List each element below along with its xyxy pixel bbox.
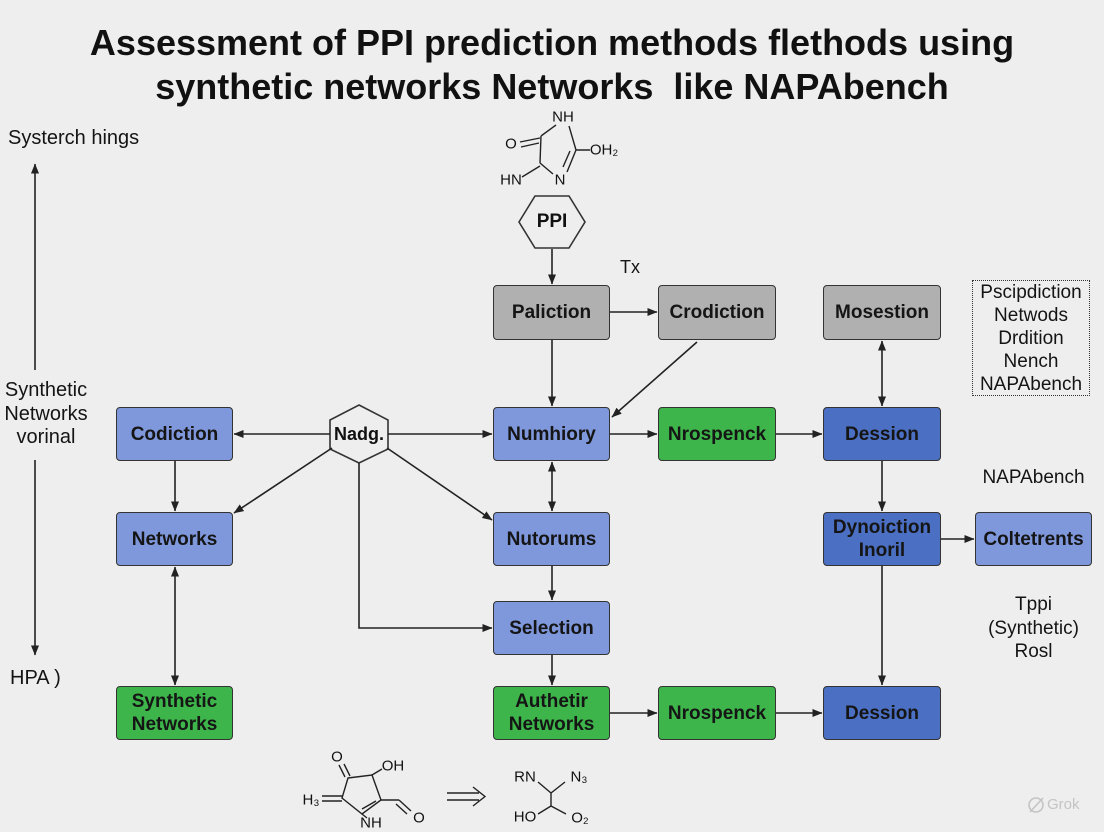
numhiory-box: Numhiory: [493, 407, 610, 461]
diagram-title-line-1: Assessment of PPI prediction methods fle…: [89, 22, 1015, 63]
dotted-legend-line: NAPAbench: [979, 373, 1083, 395]
paliction-box: Paliction: [493, 285, 610, 340]
bottom-right-molecule-atom-n3: N₃: [571, 769, 588, 786]
top-molecule-atom-oh2: OH₂: [590, 142, 619, 159]
tppi-annotation-line: Rosl: [1014, 641, 1053, 662]
bottom-left-molecule-atom-h3: H₃: [303, 792, 320, 809]
top-molecule-bonds: [519, 124, 590, 178]
bottom-right-molecule-atom-rn: RN: [514, 769, 536, 786]
bottom-left-molecule-atom-o-top: O: [331, 749, 343, 766]
dession-bottom-box: Dession: [823, 686, 941, 740]
synthetic-networks-label-line-2: Networks: [131, 714, 218, 735]
dotted-legend-line: Nench: [1003, 350, 1059, 372]
left-axis-middle-label-line: Synthetic: [4, 379, 88, 401]
top-molecule-atom-n: N: [555, 172, 566, 189]
nadg-hexagon-label: Nadg.: [333, 423, 384, 444]
dotted-legend-line: Drdition: [998, 327, 1064, 349]
dotted-legend-box: Pscipdiction Netwods Drdition Nench NAPA…: [972, 280, 1090, 396]
diagram-title-line-2: synthetic networks Networks like NAPAben…: [155, 66, 949, 107]
nutorums-box: Nutorums: [493, 512, 610, 566]
tppi-annotation-line: (Synthetic): [988, 617, 1079, 639]
selection-label: Selection: [509, 617, 594, 639]
bottom-right-molecule: RN N₃ HO O₂: [514, 769, 589, 827]
networks-box: Networks: [116, 512, 233, 566]
arrow-nadg-to-nutorums: [386, 447, 493, 521]
nrospenck-top-label: Nrospenck: [667, 423, 767, 445]
bottom-left-molecule-atom-o-right: O: [413, 810, 425, 827]
tx-annotation: Tx: [620, 257, 640, 277]
dynoiction-box: Dynoiction Inoril: [823, 512, 941, 566]
bottom-left-molecule-ring: [341, 774, 382, 815]
left-axis-middle-label-line: vorinal: [16, 426, 76, 448]
coltetrents-label: Coltetrents: [983, 528, 1084, 550]
tppi-annotation-line: Tppi: [1015, 594, 1052, 615]
mosestion-label: Mosestion: [835, 302, 929, 323]
dotted-legend-line: Netwods: [994, 304, 1068, 326]
grok-watermark: Grok: [1047, 796, 1080, 813]
codiction-box: Codiction: [116, 407, 233, 461]
paliction-label: Paliction: [511, 302, 592, 323]
arrow-nadg-to-networks: [233, 447, 333, 514]
left-axis-middle-label-line: Networks: [4, 402, 88, 425]
codiction-label: Codiction: [130, 423, 219, 445]
left-axis-bottom-label: HPA ): [10, 667, 61, 689]
dession-bottom-label: Dession: [845, 702, 919, 724]
top-molecule: NH O OH₂ HN N: [500, 109, 618, 189]
crodiction-label: Crodiction: [669, 302, 765, 323]
top-molecule-atom-hn: HN: [500, 172, 522, 189]
dession-top-box: Dession: [823, 407, 941, 461]
bottom-right-molecule-atom-ho: HO: [514, 809, 537, 826]
numhiory-label: Numhiory: [507, 423, 596, 445]
left-axis-middle-label: Synthetic Networks vorinal: [0, 379, 92, 450]
authetir-networks-box: Authetir Networks: [493, 686, 610, 740]
dynoiction-label-line-1: Dynoiction: [832, 517, 932, 538]
networks-label: Networks: [131, 528, 218, 550]
selection-box: Selection: [493, 601, 610, 655]
top-molecule-atom-nh: NH: [552, 109, 574, 126]
bottom-right-molecule-bonds: [537, 781, 567, 815]
nrospenck-bottom-label: Nrospenck: [667, 702, 767, 724]
bottom-left-molecule-atom-nh: NH: [360, 815, 382, 832]
authetir-networks-label-line-1: Authetir: [515, 691, 588, 712]
nrospenck-top-box: Nrospenck: [658, 407, 776, 461]
napabench-annotation: NAPAbench: [982, 467, 1085, 488]
ppi-hexagon: [518, 195, 586, 249]
top-molecule-atom-o: O: [505, 136, 517, 153]
synthetic-networks-label-line-1: Synthetic: [131, 691, 218, 712]
dotted-legend-line: Pscipdiction: [980, 281, 1082, 303]
nutorums-label: Nutorums: [506, 528, 597, 550]
mosestion-box: Mosestion: [823, 285, 941, 340]
arrow-crodiction-to-numhiory: [611, 341, 698, 418]
reaction-double-arrow: [447, 786, 487, 807]
nrospenck-bottom-box: Nrospenck: [658, 686, 776, 740]
dession-top-label: Dession: [845, 423, 919, 445]
synthetic-networks-box: Synthetic Networks: [116, 686, 233, 740]
dynoiction-label-line-2: Inoril: [858, 540, 906, 561]
bottom-right-molecule-atom-o2: O₂: [571, 810, 589, 827]
bottom-left-molecule-atom-oh: OH: [382, 758, 405, 775]
bottom-left-molecule: O OH H₃ O NH: [303, 749, 425, 832]
tppi-annotation: Tppi (Synthetic) Rosl: [975, 593, 1092, 664]
grok-logo-icon: [1028, 797, 1044, 813]
arrow-nadg-to-selection: [358, 463, 493, 632]
bottom-left-molecule-bonds: [322, 763, 412, 819]
coltetrents-box: Coltetrents: [975, 512, 1092, 566]
ppi-hexagon-label: PPI: [536, 211, 568, 232]
crodiction-box: Crodiction: [658, 285, 776, 340]
left-axis-top-label: Systerch hings: [8, 127, 140, 149]
authetir-networks-label-line-2: Networks: [508, 714, 595, 735]
